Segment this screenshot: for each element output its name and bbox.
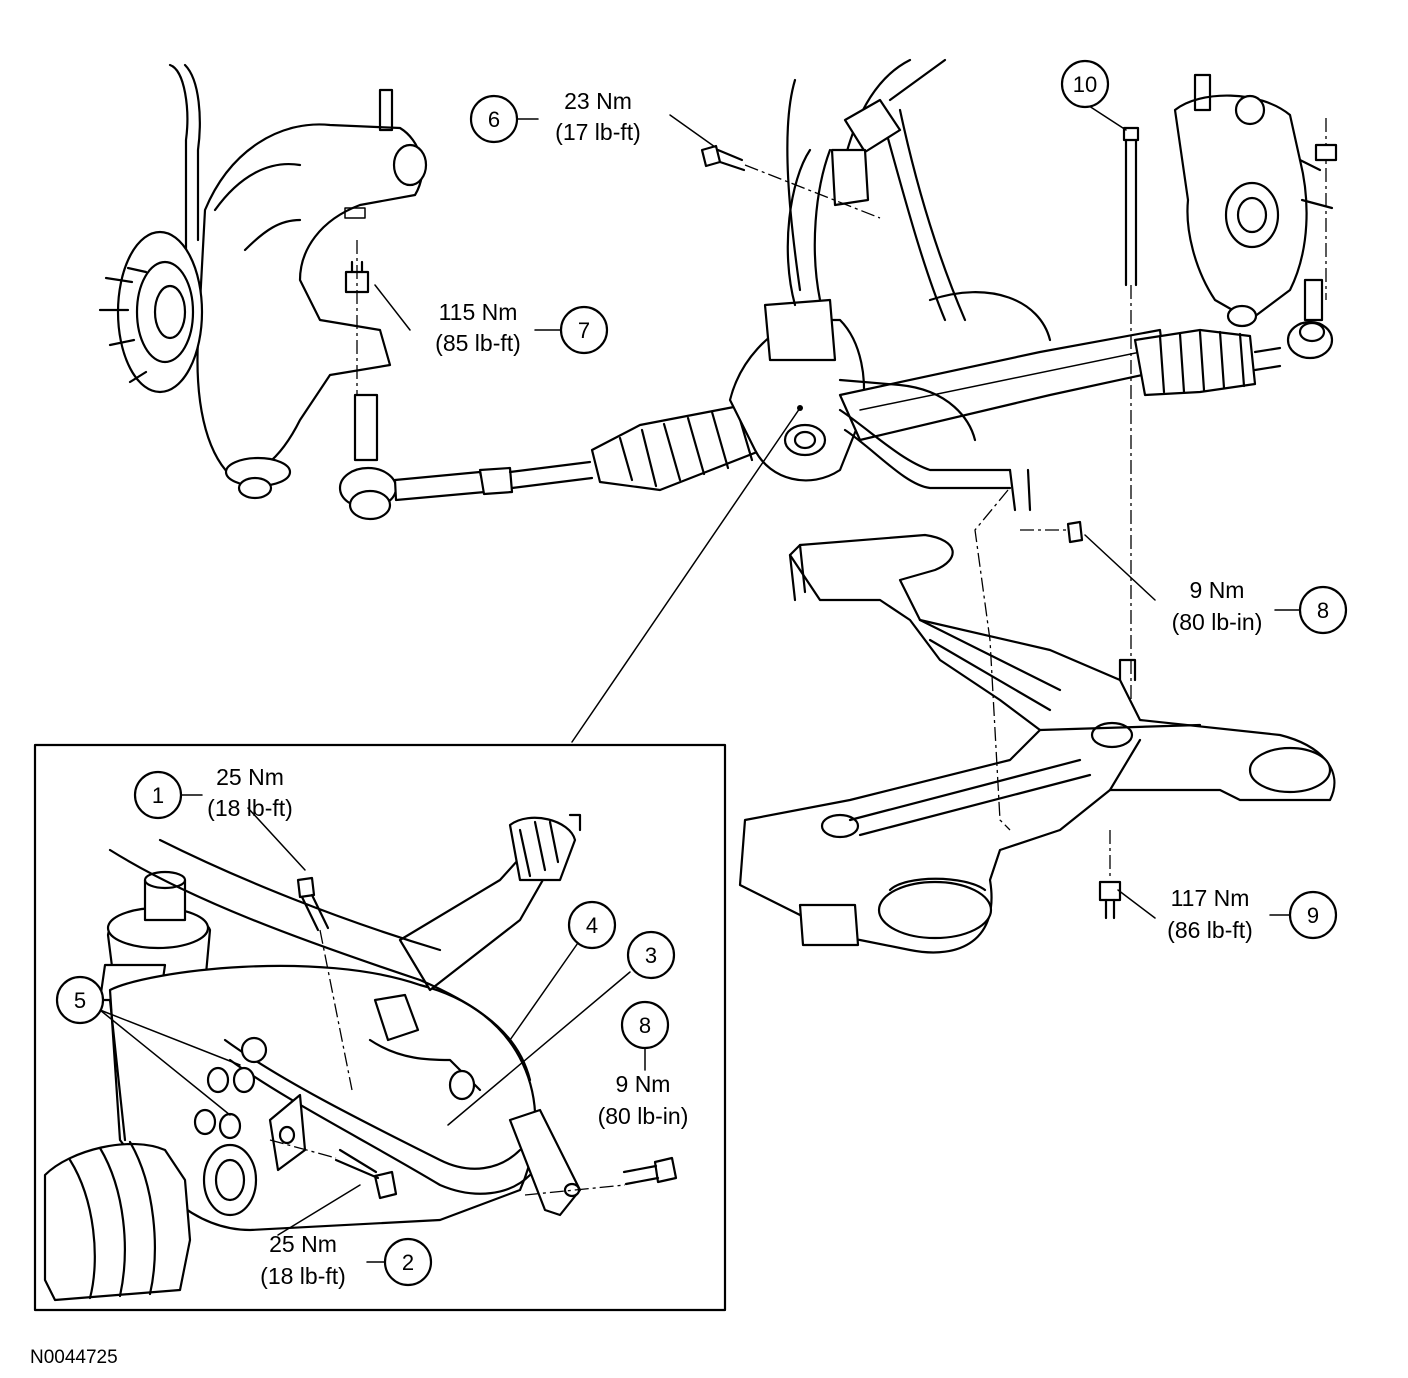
steering-rack [571,58,1257,743]
callout-7: 7 115 Nm (85 lb-ft) [435,299,609,356]
bolt-8-upper [1066,520,1084,544]
detail-inset [33,743,727,1312]
bolt-9 [1098,830,1122,920]
torque-metric: 23 Nm [564,88,632,114]
callout-number: 3 [645,943,657,968]
torque-imperial: (80 lb-in) [1172,609,1263,635]
callout-number: 5 [74,988,86,1013]
left-steering-knuckle [98,63,428,500]
leader-lines [374,103,1301,919]
callout-4: 4 [567,900,617,950]
callout-10: 10 [1060,59,1110,109]
callout-3: 3 [626,930,676,980]
torque-imperial: (80 lb-in) [598,1103,689,1129]
torque-metric: 25 Nm [269,1231,337,1257]
right-tie-rod-end [1253,118,1338,372]
figure-code: N0044725 [30,1347,118,1368]
callout-number: 8 [639,1013,651,1038]
torque-imperial: (85 lb-ft) [435,330,521,356]
callout-number: 9 [1307,903,1319,928]
torque-imperial: (18 lb-ft) [207,795,293,821]
callout-number: 4 [586,913,598,938]
callout-number: 1 [152,783,164,808]
callout-8-main: 8 9 Nm (80 lb-in) [1172,577,1348,635]
torque-metric: 115 Nm [439,299,518,325]
callout-number: 2 [402,1250,414,1275]
knuckle-nut [344,240,370,400]
right-steering-knuckle [1173,73,1334,328]
callout-2: 2 25 Nm (18 lb-ft) [260,1231,433,1289]
callout-number: 6 [488,107,500,132]
callout-8-inset: 8 9 Nm (80 lb-in) [598,1000,689,1129]
callout-1: 1 25 Nm (18 lb-ft) [133,764,293,821]
callout-number: 8 [1317,598,1329,623]
torque-imperial: (86 lb-ft) [1167,917,1253,943]
callout-9: 9 117 Nm (86 lb-ft) [1167,885,1338,943]
subframe [738,489,1336,954]
torque-metric: 117 Nm [1171,885,1250,911]
torque-imperial: (17 lb-ft) [555,119,641,145]
torque-metric: 9 Nm [1190,577,1245,603]
callout-number: 7 [578,318,590,343]
left-tie-rod-end [338,393,594,521]
bolt-6 [700,144,881,219]
callout-number: 10 [1073,72,1097,97]
torque-metric: 25 Nm [216,764,284,790]
callout-6: 6 23 Nm (17 lb-ft) [469,88,641,145]
callout-5: 5 [55,975,105,1025]
torque-metric: 9 Nm [616,1071,671,1097]
bolt-10 [1122,126,1140,705]
torque-imperial: (18 lb-ft) [260,1263,346,1289]
